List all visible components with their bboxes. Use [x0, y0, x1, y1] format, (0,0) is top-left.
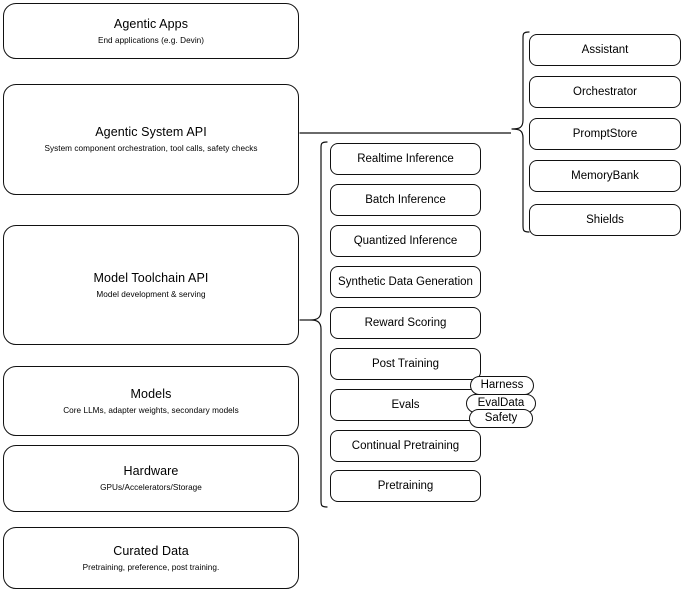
layer-title: Curated Data	[113, 543, 189, 558]
layer-title: Models	[130, 386, 172, 401]
system-item-orchestrator[interactable]: Orchestrator	[529, 76, 681, 108]
toolchain-components-bracket	[303, 135, 333, 520]
evals-badge-label: Safety	[484, 412, 518, 424]
system-item-assistant[interactable]: Assistant	[529, 34, 681, 66]
layer-agentic-system-api[interactable]: Agentic System API System component orch…	[3, 84, 299, 195]
evals-badge-safety[interactable]: Safety	[469, 409, 533, 428]
toolchain-item-label: Post Training	[371, 358, 440, 370]
toolchain-item-pretraining[interactable]: Pretraining	[330, 470, 481, 502]
system-item-label: Orchestrator	[573, 86, 637, 98]
toolchain-item-label: Quantized Inference	[353, 235, 458, 247]
toolchain-item-label: Pretraining	[377, 480, 434, 492]
toolchain-item-label: Continual Pretraining	[351, 440, 460, 452]
toolchain-item-reward-scoring[interactable]: Reward Scoring	[330, 307, 481, 339]
system-item-promptstore[interactable]: PromptStore	[529, 118, 681, 150]
layer-curated-data[interactable]: Curated Data Pretraining, preference, po…	[3, 527, 299, 589]
evals-badge-harness[interactable]: Harness	[470, 376, 534, 395]
layer-subtitle: End applications (e.g. Devin)	[97, 35, 205, 45]
toolchain-item-label: Evals	[391, 399, 420, 411]
layer-subtitle: Pretraining, preference, post training.	[82, 562, 220, 572]
system-item-label: Shields	[586, 214, 624, 226]
system-item-label: PromptStore	[572, 128, 638, 140]
toolchain-item-quantized-inference[interactable]: Quantized Inference	[330, 225, 481, 257]
system-item-label: Assistant	[581, 44, 629, 56]
toolchain-item-post-training[interactable]: Post Training	[330, 348, 481, 380]
toolchain-item-label: Reward Scoring	[364, 317, 447, 329]
system-item-memorybank[interactable]: MemoryBank	[529, 160, 681, 192]
toolchain-item-realtime-inference[interactable]: Realtime Inference	[330, 143, 481, 175]
toolchain-item-label: Realtime Inference	[357, 153, 454, 165]
layer-agentic-apps[interactable]: Agentic Apps End applications (e.g. Devi…	[3, 3, 299, 59]
toolchain-item-synthetic-data-generation[interactable]: Synthetic Data Generation	[330, 266, 481, 298]
layer-subtitle: Core LLMs, adapter weights, secondary mo…	[63, 405, 239, 415]
evals-badge-label: Harness	[480, 379, 524, 391]
layer-subtitle: GPUs/Accelerators/Storage	[100, 483, 202, 492]
toolchain-item-label: Synthetic Data Generation	[338, 276, 473, 288]
layer-hardware[interactable]: Hardware GPUs/Accelerators/Storage	[3, 445, 299, 512]
toolchain-item-evals[interactable]: Evals	[330, 389, 481, 421]
system-item-label: MemoryBank	[571, 170, 639, 182]
layer-model-toolchain-api[interactable]: Model Toolchain API Model development & …	[3, 225, 299, 345]
toolchain-item-batch-inference[interactable]: Batch Inference	[330, 184, 481, 216]
evals-badge-label: EvalData	[477, 397, 525, 409]
layer-title: Agentic System API	[95, 125, 207, 139]
layer-models[interactable]: Models Core LLMs, adapter weights, secon…	[3, 366, 299, 436]
layer-subtitle: Model development & serving	[96, 289, 206, 299]
layer-title: Model Toolchain API	[93, 270, 209, 285]
layer-title: Agentic Apps	[113, 16, 189, 31]
toolchain-item-label: Batch Inference	[365, 194, 446, 206]
system-item-shields[interactable]: Shields	[529, 204, 681, 236]
layer-subtitle: System component orchestration, tool cal…	[44, 144, 258, 153]
toolchain-item-continual-pretraining[interactable]: Continual Pretraining	[330, 430, 481, 462]
layer-title: Hardware	[123, 464, 179, 478]
